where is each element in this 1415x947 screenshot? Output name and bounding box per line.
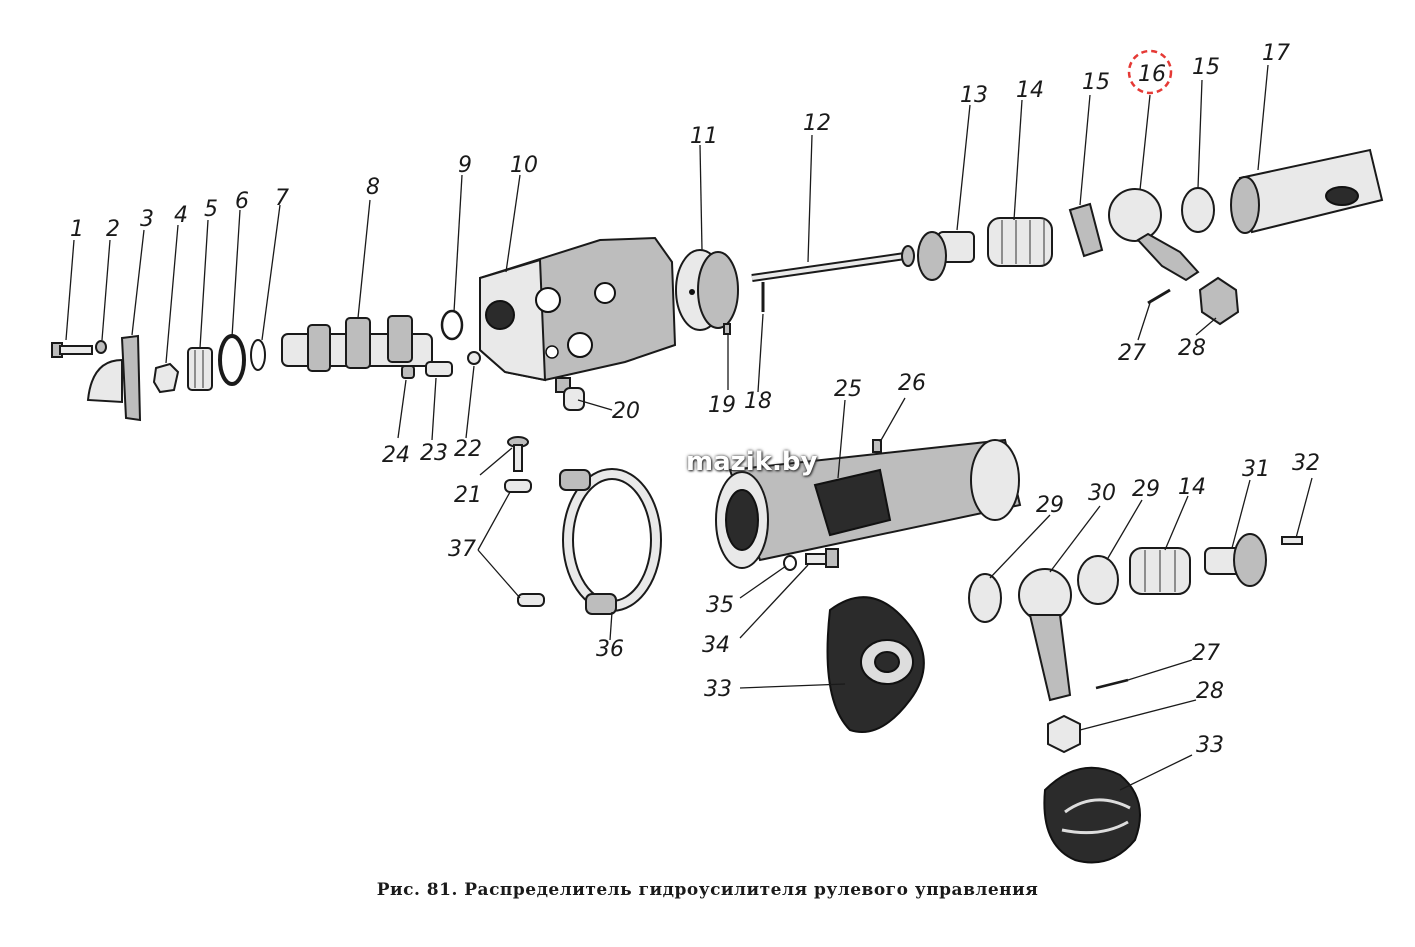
part-14-spring-lower xyxy=(1129,547,1191,595)
callout-27-lower: 27 xyxy=(1192,641,1220,666)
part-34-bolt xyxy=(805,548,839,568)
callout-2: 2 xyxy=(106,217,120,242)
callout-35: 35 xyxy=(706,593,734,618)
part-16-ball-stud xyxy=(1108,188,1200,282)
callout-28-lower: 28 xyxy=(1196,679,1224,704)
callout-11: 11 xyxy=(690,124,718,149)
part-20-fitting xyxy=(555,377,585,411)
part-9-o-ring xyxy=(440,309,464,341)
callout-29-right: 29 xyxy=(1132,477,1160,502)
part-4-nut xyxy=(152,362,180,394)
callout-22: 22 xyxy=(454,437,482,462)
callout-17: 17 xyxy=(1262,41,1290,66)
part-28-castle-nut-lower xyxy=(1047,714,1081,754)
callout-1: 1 xyxy=(70,217,84,242)
callout-20: 20 xyxy=(612,399,640,424)
callout-14-lower: 14 xyxy=(1178,475,1206,500)
figure-caption: Рис. 81. Распределитель гидроусилителя р… xyxy=(376,880,1039,900)
part-14-spring xyxy=(987,217,1053,267)
callout-24: 24 xyxy=(382,443,410,468)
callout-5: 5 xyxy=(204,197,218,222)
part-10-valve-body xyxy=(479,236,677,382)
callout-12: 12 xyxy=(803,111,831,136)
part-24-plug xyxy=(401,365,415,379)
part-2-washer xyxy=(95,340,107,354)
part-32-screw xyxy=(1281,536,1303,545)
part-36-clamp xyxy=(559,468,662,615)
callout-27-upper: 27 xyxy=(1118,341,1146,366)
part-1-bolt xyxy=(51,342,93,358)
callout-9: 9 xyxy=(458,153,472,178)
callout-28-upper: 28 xyxy=(1178,336,1206,361)
callout-31: 31 xyxy=(1242,457,1270,482)
part-37-pin-upper xyxy=(504,479,532,493)
callout-6: 6 xyxy=(235,189,249,214)
part-25-cylinder xyxy=(715,438,1022,569)
callout-4: 4 xyxy=(174,203,188,228)
part-35-washer xyxy=(783,555,797,571)
part-33-boot-lower xyxy=(1043,766,1141,864)
part-30-ball-stud xyxy=(1018,568,1072,702)
part-3-cap xyxy=(86,334,142,422)
callout-14-upper: 14 xyxy=(1016,78,1044,103)
leader-lines xyxy=(65,64,1313,791)
part-29-seat xyxy=(1077,555,1119,605)
callout-labels: 1 2 3 4 5 6 7 8 9 10 11 12 13 14 15 16 1… xyxy=(70,41,1320,758)
callout-34: 34 xyxy=(702,633,730,658)
part-33-boot xyxy=(826,596,925,733)
callout-37: 37 xyxy=(448,537,476,562)
callout-19: 19 xyxy=(708,393,736,418)
part-15-seat xyxy=(1068,202,1104,258)
watermark: mazik.by xyxy=(686,447,818,477)
part-5-bearing xyxy=(187,347,213,391)
callout-33-left: 33 xyxy=(704,677,732,702)
part-22-ball xyxy=(467,351,481,365)
highlight-circle-16 xyxy=(1127,49,1173,95)
part-26-nipple xyxy=(872,439,882,453)
callout-7: 7 xyxy=(275,186,289,211)
part-6-ring xyxy=(218,334,246,386)
callout-25: 25 xyxy=(834,377,862,402)
callout-33-right: 33 xyxy=(1196,733,1224,758)
callout-16: 16 xyxy=(1138,62,1166,87)
part-17-sleeve xyxy=(1230,148,1384,234)
callout-36: 36 xyxy=(596,637,624,662)
callout-8: 8 xyxy=(366,175,380,200)
part-23-spring xyxy=(425,361,453,377)
callout-13: 13 xyxy=(960,83,988,108)
part-11-plug xyxy=(675,249,739,331)
part-12-rod xyxy=(751,245,915,282)
callout-3: 3 xyxy=(140,207,154,232)
part-27-cotter-pin xyxy=(1147,288,1171,305)
part-21-bolt xyxy=(507,436,529,472)
callout-32: 32 xyxy=(1292,451,1320,476)
callout-21: 21 xyxy=(454,483,482,508)
part-29-cap xyxy=(968,573,1002,623)
part-19-screw xyxy=(723,323,731,335)
callout-30: 30 xyxy=(1088,481,1116,506)
part-31-cup xyxy=(1204,533,1267,587)
callout-18: 18 xyxy=(744,389,772,414)
part-13-cup xyxy=(917,231,975,281)
callout-26: 26 xyxy=(898,371,926,396)
part-15-seat-right xyxy=(1181,187,1215,233)
callout-15-upper-left: 15 xyxy=(1082,70,1110,95)
part-7-o-ring xyxy=(250,339,266,371)
callout-10: 10 xyxy=(510,153,538,178)
callout-29-left: 29 xyxy=(1036,493,1064,518)
part-28-castle-nut xyxy=(1198,276,1240,326)
part-27-cotter-pin-lower xyxy=(1095,678,1129,690)
callout-23: 23 xyxy=(420,441,448,466)
part-8-spool xyxy=(281,315,433,372)
callout-15-upper-right: 15 xyxy=(1192,55,1220,80)
part-37-pin-lower xyxy=(517,593,545,607)
